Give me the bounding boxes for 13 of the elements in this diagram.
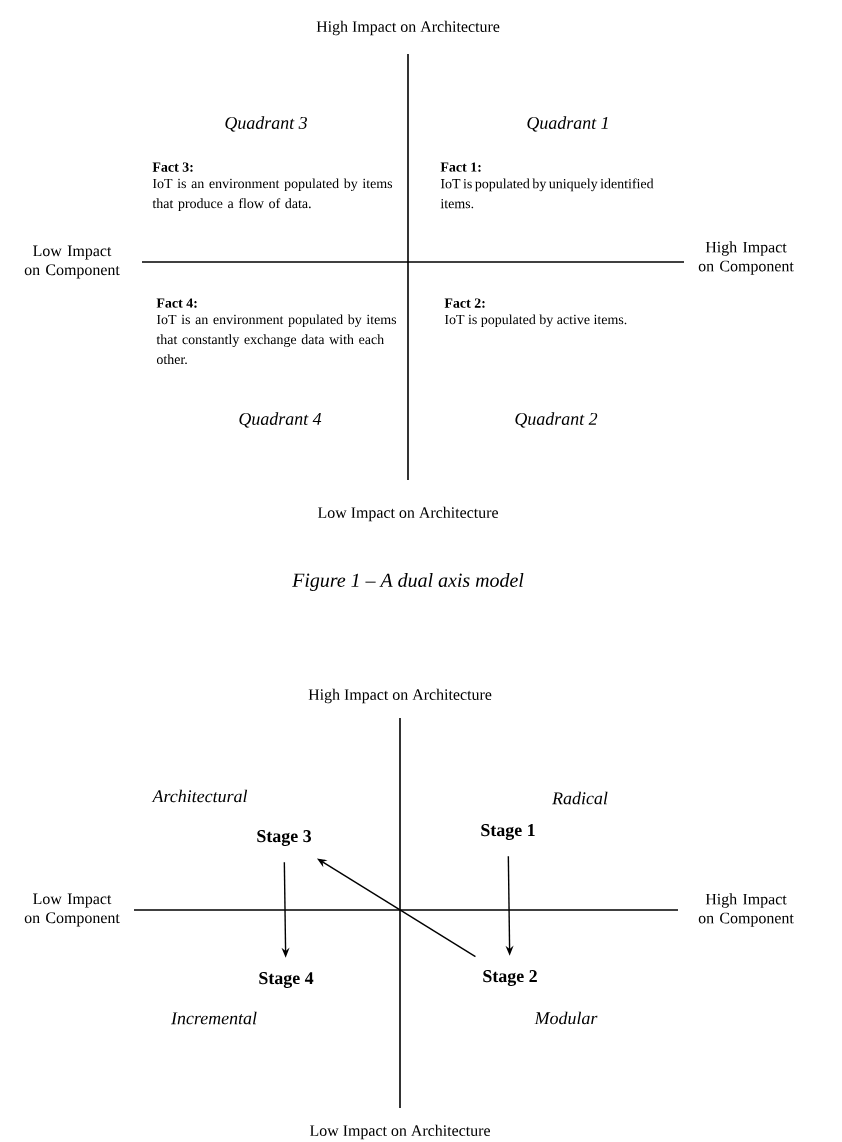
caption: Figure 1 – A dual axis model xyxy=(292,572,524,592)
quadrant-label: Quadrant 3 xyxy=(225,116,307,132)
stage-label: Stage 1 xyxy=(481,824,535,840)
quadrant-label: Incremental xyxy=(170,1011,257,1025)
quadrant-label: Quadrant 4 xyxy=(239,412,322,428)
quadrant-label: Radical xyxy=(552,791,608,805)
quadrant-label: Modular xyxy=(534,1011,598,1025)
quadrant-label: Quadrant 1 xyxy=(527,116,608,132)
stage-label: Stage 4 xyxy=(259,972,314,988)
stage-label: Stage 3 xyxy=(257,830,311,846)
stage-label: Stage 2 xyxy=(483,970,537,986)
quadrant-label: Architectural xyxy=(151,789,248,803)
quadrant-label: Quadrant 2 xyxy=(515,412,598,428)
